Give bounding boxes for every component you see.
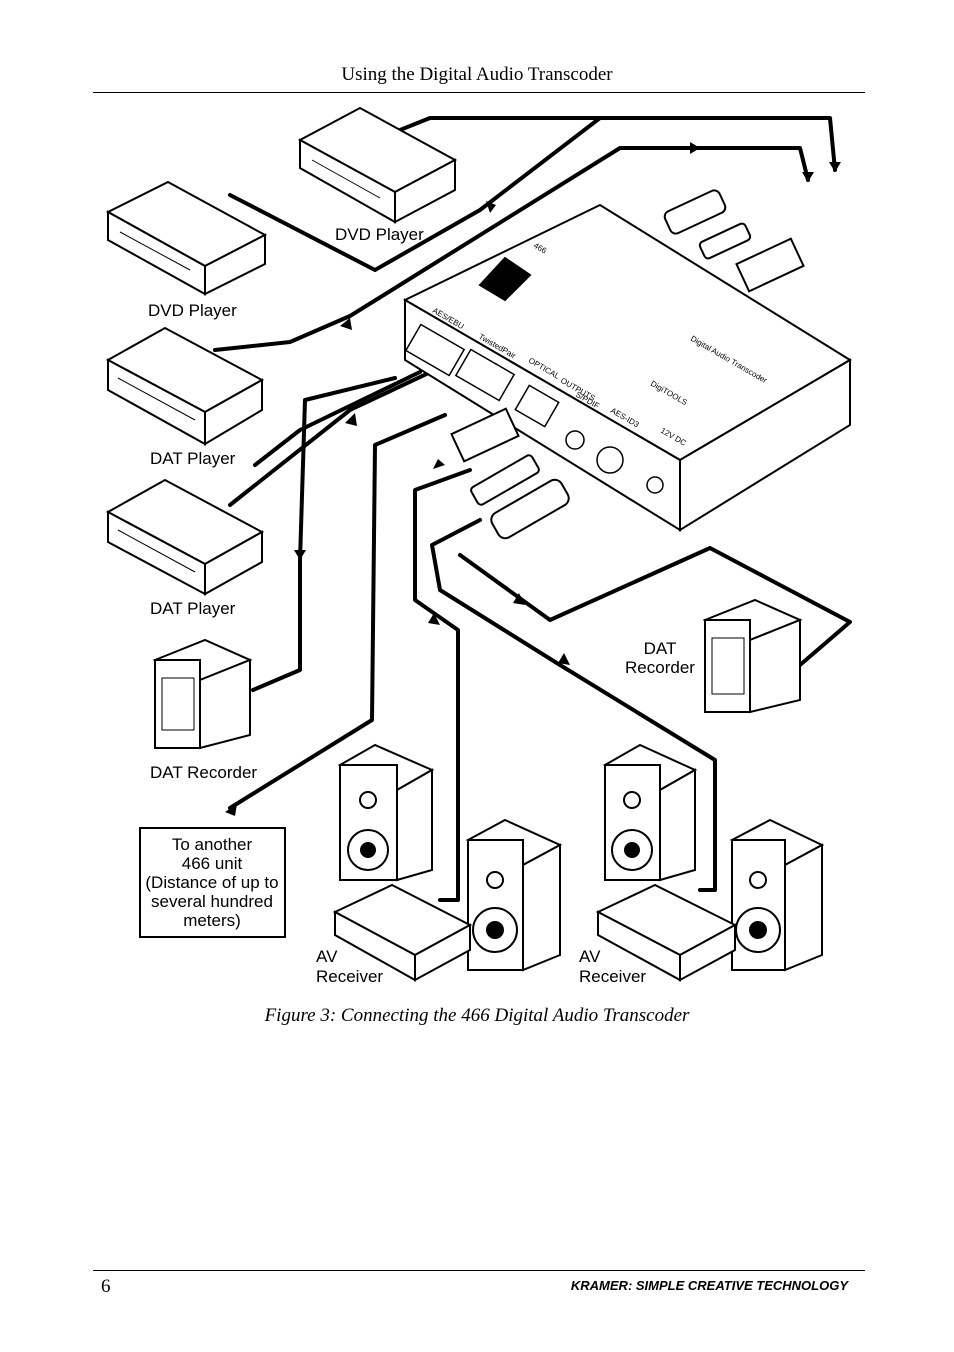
- twisted-pair-block-2: [454, 348, 516, 402]
- bnc-plug-bottom: [490, 478, 570, 540]
- label-av-receiver-2-a: AV: [579, 947, 601, 966]
- cable-arrows: [225, 142, 841, 816]
- cable-dat-1: [253, 370, 422, 467]
- power-port: [646, 476, 664, 494]
- optical-port: [514, 384, 560, 428]
- speaker-1a: [337, 743, 435, 882]
- cable-another-unit: [228, 413, 447, 810]
- dat-recorder-left: [152, 638, 253, 750]
- label-av-receiver-2-b: Receiver: [579, 967, 646, 986]
- dvd-player-left: [105, 180, 268, 296]
- page-header-title: Using the Digital Audio Transcoder: [341, 64, 613, 85]
- label-dat-recorder-right-1: DAT: [644, 639, 677, 658]
- twisted-plug: [450, 407, 520, 463]
- another-unit-line-5: meters): [183, 911, 241, 930]
- label-dat-player-1: DAT Player: [150, 449, 236, 468]
- twisted-pair-block-1: [404, 323, 466, 377]
- footer-brand: KRAMER: SIMPLE CREATIVE TECHNOLOGY: [570, 1278, 848, 1293]
- cable-av-1: [413, 468, 472, 902]
- speaker-2b: [729, 818, 825, 972]
- another-unit-line-3: (Distance of up to: [145, 873, 278, 892]
- speaker-2a: [602, 743, 698, 882]
- connector-plugs: [450, 189, 805, 540]
- av-receiver-1: [332, 883, 473, 982]
- bnc-plug-top: [663, 189, 727, 235]
- rca-plug-bottom: [470, 454, 540, 506]
- figure-caption: Figure 3: Connecting the 466 Digital Aud…: [264, 1005, 690, 1026]
- dat-player-1: [105, 326, 265, 446]
- dat-player-2: [105, 478, 265, 596]
- rca-plug-top: [698, 222, 752, 260]
- aes-port: [596, 446, 624, 474]
- another-unit-line-4: several hundred: [151, 892, 273, 911]
- av-setup-1: [332, 743, 563, 982]
- header-rule: [93, 92, 865, 93]
- av-setup-2: [595, 743, 825, 982]
- another-unit-box: To another 466 unit (Distance of up to s…: [139, 827, 286, 938]
- cable-dvd-top: [398, 116, 837, 172]
- label-dat-recorder-left: DAT Recorder: [150, 763, 257, 782]
- dvd-player-top: [297, 106, 458, 224]
- transcoder-device: [402, 203, 852, 532]
- cable-dvd-top-2: [228, 116, 602, 272]
- cable-dvd-left: [213, 146, 810, 352]
- another-unit-line-2: 466 unit: [182, 854, 243, 873]
- label-dvd-player-left: DVD Player: [148, 301, 237, 320]
- spdif-port: [565, 430, 585, 450]
- page-number: 6: [101, 1276, 111, 1297]
- label-dvd-player-top: DVD Player: [335, 225, 424, 244]
- speaker-1b: [465, 818, 563, 972]
- kramer-logo: [478, 256, 532, 302]
- footer-rule: [93, 1270, 865, 1271]
- label-av-receiver-1-b: Receiver: [316, 967, 383, 986]
- av-receiver-2: [595, 883, 738, 982]
- toslink-plug-top: [735, 237, 805, 293]
- device-side-face: [679, 358, 851, 532]
- cable-av-2: [430, 518, 717, 892]
- dat-recorder-right: [702, 598, 803, 714]
- label-dat-player-2: DAT Player: [150, 599, 236, 618]
- another-unit-line-1: To another: [172, 835, 253, 854]
- label-dat-recorder-right-2: Recorder: [625, 658, 695, 677]
- cable-dat-2: [228, 368, 437, 507]
- label-av-receiver-1-a: AV: [316, 947, 338, 966]
